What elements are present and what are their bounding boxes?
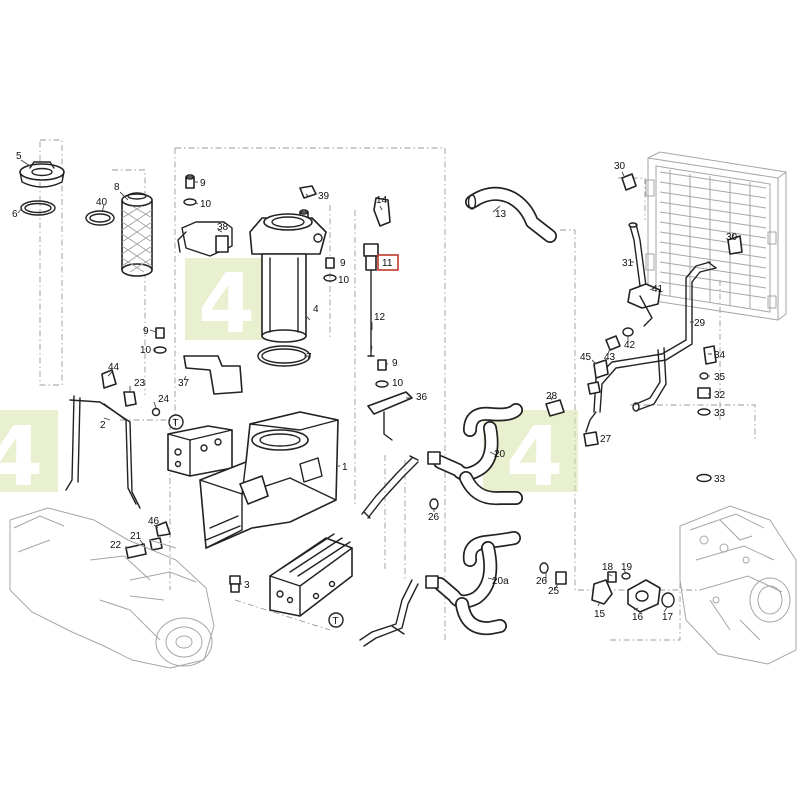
callout-23: 23 <box>134 378 146 389</box>
callout-3: 3 <box>244 580 250 591</box>
callout-31: 31 <box>622 258 634 269</box>
callout-10d: 10 <box>140 345 152 356</box>
callout-9a: 9 <box>200 178 206 189</box>
valve-block-small <box>167 425 233 477</box>
callout-28: 28 <box>546 391 558 402</box>
callout-9b: 9 <box>340 258 346 269</box>
callout-20: 20 <box>494 449 506 460</box>
upper-hose-part <box>465 186 557 243</box>
callout-41: 41 <box>652 284 664 295</box>
callout-44: 44 <box>108 362 120 373</box>
watermark-text: 4 <box>0 410 43 505</box>
cooler-fittings <box>587 283 661 395</box>
callout-12: 12 <box>374 312 386 323</box>
callout-46: 46 <box>148 516 160 527</box>
callout-38: 38 <box>217 222 229 233</box>
watermark-text: 4 <box>198 257 255 352</box>
callout-34: 34 <box>714 350 726 361</box>
callout-24: 24 <box>158 394 170 405</box>
control-valve-part <box>269 533 353 617</box>
filler-cap-part <box>19 161 65 216</box>
callout-1: 1 <box>342 462 348 473</box>
watermark-text: 4 <box>506 410 563 505</box>
callout-13: 13 <box>495 209 507 220</box>
callout-35: 35 <box>714 372 726 383</box>
callout-37: 37 <box>178 378 190 389</box>
callout-16: 16 <box>632 612 644 623</box>
callout-17: 17 <box>662 612 674 623</box>
callout-19: 19 <box>621 562 633 573</box>
callout-20a: 20a <box>492 576 509 587</box>
filter-element-part <box>85 192 153 277</box>
sealing-ring-lower <box>696 473 712 483</box>
callout-43: 43 <box>604 352 616 363</box>
temp-sensor-stack <box>697 345 717 416</box>
callout-45: 45 <box>580 352 592 363</box>
clamp-strap-part <box>65 369 161 509</box>
callout-2: 2 <box>100 420 106 431</box>
callout-26a: 26 <box>428 512 440 523</box>
callout-15: 15 <box>594 609 606 620</box>
callout-14: 14 <box>376 195 388 206</box>
lower-left-fittings <box>125 521 171 559</box>
torque-marker-label: T <box>173 418 179 429</box>
drain-plug-part <box>229 575 241 593</box>
callout-22: 22 <box>110 540 122 551</box>
callout-27: 27 <box>600 434 612 445</box>
callout-26b: 26 <box>536 576 548 587</box>
callout-5: 5 <box>16 151 22 162</box>
callout-10c: 10 <box>392 378 404 389</box>
transmission-housing <box>9 507 215 669</box>
leader-lines <box>17 159 735 613</box>
hydraulic-tank-part <box>199 411 339 549</box>
callout-4: 4 <box>313 304 319 315</box>
callout-6: 6 <box>12 209 18 220</box>
hose-clips-group <box>429 498 567 585</box>
sensor-dipstick-part <box>363 197 391 388</box>
callout-8: 8 <box>114 182 120 193</box>
callout-9d: 9 <box>143 326 149 337</box>
callout-39: 39 <box>318 191 330 202</box>
bracket-part <box>367 391 413 441</box>
callout-9c: 9 <box>392 358 398 369</box>
torque-markers: T T <box>168 414 344 628</box>
watermark-patch <box>483 410 578 492</box>
oil-cooler-part <box>645 151 788 321</box>
hose-fittings-right <box>545 399 599 447</box>
hose-assembly-20 <box>361 403 523 519</box>
watermark-patch <box>0 410 58 492</box>
torque-marker-label: T <box>333 616 339 627</box>
callout-42: 42 <box>624 340 636 351</box>
callout-30b: 30 <box>726 232 738 243</box>
engine-block <box>679 505 797 665</box>
callout-11-highlighted: 11 <box>382 258 393 269</box>
callout-36: 36 <box>416 392 428 403</box>
callout-18: 18 <box>602 562 614 573</box>
left-fittings-group <box>153 327 243 395</box>
callout-32: 32 <box>714 390 726 401</box>
thermostat-flange-group <box>591 571 675 613</box>
small-fittings-group <box>177 174 337 282</box>
filter-housing-part <box>249 213 327 367</box>
callout-33b: 33 <box>714 474 726 485</box>
callout-30a: 30 <box>614 161 626 172</box>
callout-10b: 10 <box>338 275 350 286</box>
cooler-clamps <box>621 173 743 255</box>
hose-assembly-20a <box>359 531 521 647</box>
callout-33a: 33 <box>714 408 726 419</box>
callout-21: 21 <box>130 531 142 542</box>
callout-7: 7 <box>306 352 312 363</box>
callout-10a: 10 <box>200 199 212 210</box>
callout-40: 40 <box>96 197 108 208</box>
highlight-box-11 <box>377 254 399 271</box>
callout-25: 25 <box>548 586 560 597</box>
callout-29: 29 <box>694 318 706 329</box>
callout-labels: 5 6 8 40 9 10 38 39 9 10 4 7 14 11 12 9 … <box>12 151 738 623</box>
